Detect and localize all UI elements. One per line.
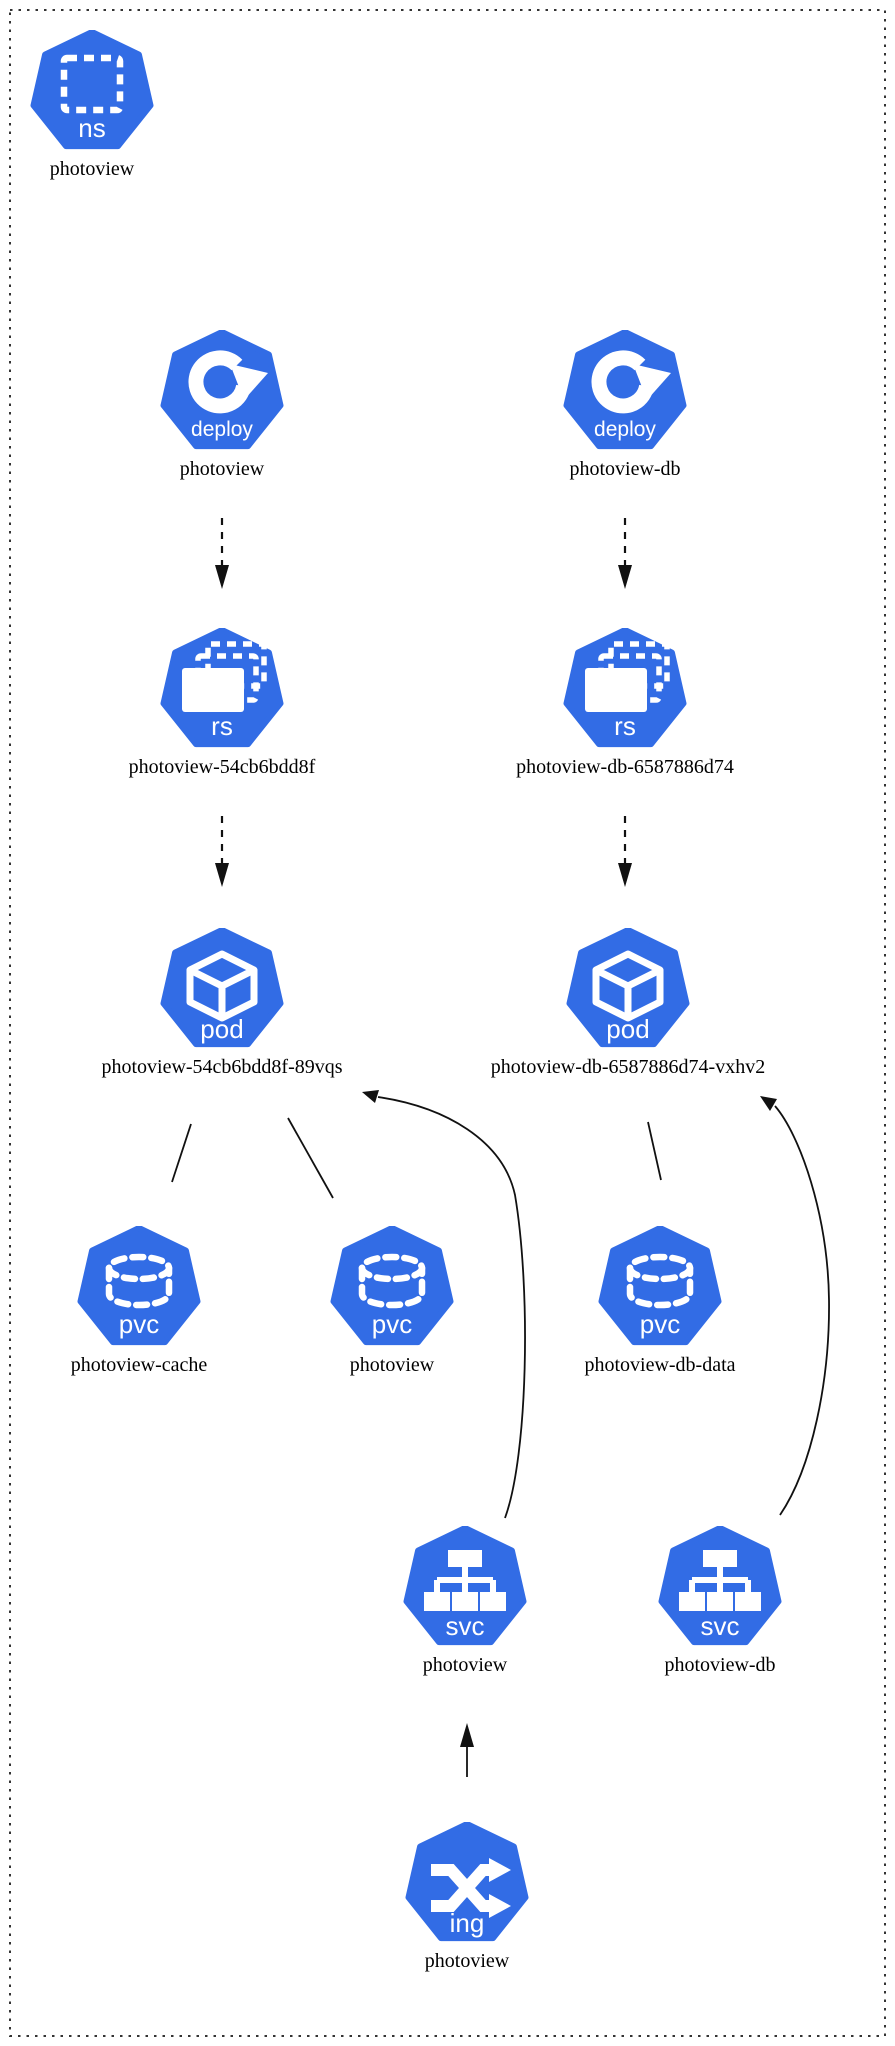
node-label: photoview-54cb6bdd8f — [128, 756, 316, 778]
replicaset-icon: rs — [160, 628, 284, 752]
pvc-icon: pvc — [598, 1226, 722, 1350]
node-rs-photoview: rs photoview-54cb6bdd8f — [129, 628, 315, 778]
arrowhead-svc-photoview-to-pod — [362, 1090, 379, 1103]
deployment-badge: deploy — [594, 418, 656, 441]
edge-pod-photoview-to-pvc-cache — [171, 1123, 192, 1183]
node-label: photoview-db-6587886d74 — [516, 756, 734, 778]
node-ns-photoview: ns photoview — [30, 30, 154, 180]
service-badge: svc — [446, 1611, 485, 1641]
replicaset-icon: rs — [563, 628, 687, 752]
node-pod-photoview: pod photoview-54cb6bdd8f-89vqs — [101, 928, 343, 1078]
node-label: photoview-cache — [70, 1354, 208, 1376]
pvc-badge: pvc — [640, 1309, 680, 1339]
node-label: photoview-db-data — [584, 1354, 736, 1376]
pvc-icon: pvc — [77, 1226, 201, 1350]
node-label: photoview-db — [569, 458, 681, 480]
node-deploy-photoview-db: deploy photoview-db — [563, 330, 687, 480]
pvc-badge: pvc — [119, 1309, 159, 1339]
node-label: photoview — [349, 1354, 435, 1376]
node-label: photoview — [422, 1654, 508, 1676]
node-label: photoview — [424, 1950, 510, 1972]
node-rs-photoview-db: rs photoview-db-6587886d74 — [516, 628, 734, 778]
arrowhead-svc-photoview-db-to-pod — [760, 1096, 777, 1111]
arrowhead-rs-photoview-to-pod — [215, 863, 229, 887]
pod-badge: pod — [200, 1014, 243, 1044]
arrowhead-ing-photoview-to-svc — [460, 1723, 474, 1747]
ingress-icon: ing — [405, 1822, 529, 1946]
service-icon: svc — [658, 1526, 782, 1650]
edge-pod-photoview-to-pvc-photoview — [287, 1117, 334, 1199]
node-label: photoview — [49, 158, 135, 180]
service-badge: svc — [701, 1611, 740, 1641]
page-border — [9, 9, 886, 2037]
arrowhead-rs-photoview-db-to-pod — [618, 863, 632, 887]
arrowhead-deploy-photoview-to-rs — [215, 565, 229, 589]
edge-pod-photoview-db-to-pvc-db-data — [647, 1121, 662, 1181]
node-label: photoview-db — [664, 1654, 776, 1676]
namespace-icon: ns — [30, 30, 154, 154]
ingress-badge: ing — [450, 1908, 485, 1938]
pod-icon: pod — [566, 928, 690, 1052]
node-deploy-photoview: deploy photoview — [160, 330, 284, 480]
deployment-icon: deploy — [160, 330, 284, 454]
node-pvc-photoview-cache: pvc photoview-cache — [71, 1226, 207, 1376]
service-icon: svc — [403, 1526, 527, 1650]
pvc-badge: pvc — [372, 1309, 412, 1339]
pod-icon: pod — [160, 928, 284, 1052]
node-label: photoview-db-6587886d74-vxhv2 — [490, 1056, 766, 1078]
edge-svc-photoview-db-to-pod — [774, 1105, 830, 1516]
replicaset-badge: rs — [614, 711, 636, 741]
pod-badge: pod — [606, 1014, 649, 1044]
deployment-icon: deploy — [563, 330, 687, 454]
node-svc-photoview-db: svc photoview-db — [658, 1526, 782, 1676]
node-pvc-photoview: pvc photoview — [330, 1226, 454, 1376]
node-label: photoview — [179, 458, 265, 480]
node-pvc-photoview-db-data: pvc photoview-db-data — [584, 1226, 736, 1376]
namespace-badge: ns — [78, 113, 105, 143]
deployment-badge: deploy — [191, 418, 253, 441]
arrowhead-deploy-photoview-db-to-rs — [618, 565, 632, 589]
replicaset-badge: rs — [211, 711, 233, 741]
node-label: photoview-54cb6bdd8f-89vqs — [101, 1056, 343, 1078]
pvc-icon: pvc — [330, 1226, 454, 1350]
node-pod-photoview-db: pod photoview-db-6587886d74-vxhv2 — [491, 928, 765, 1078]
node-svc-photoview: svc photoview — [403, 1526, 527, 1676]
node-ing-photoview: ing photoview — [405, 1822, 529, 1972]
